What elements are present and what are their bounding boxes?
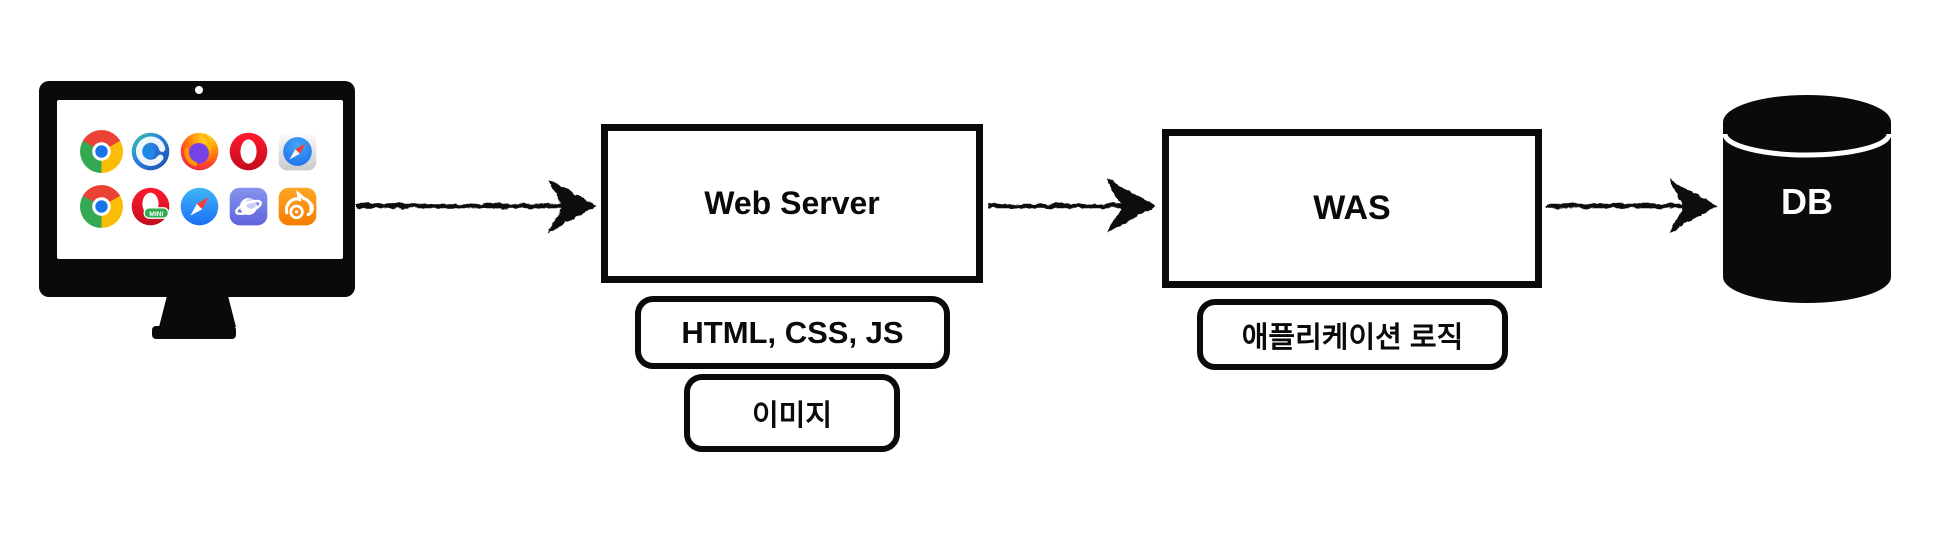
monitor-stand-neck — [159, 297, 236, 327]
chrome-icon — [80, 185, 123, 228]
image-label: 이미지 — [751, 400, 833, 432]
edge-icon — [129, 130, 172, 173]
arrow-client-to-webserver — [357, 178, 598, 234]
client-monitor: MINI — [39, 81, 355, 341]
arrow-webserver-to-was — [988, 178, 1157, 234]
html-css-js-pill: HTML, CSS, JS — [635, 296, 950, 369]
was-label: WAS — [1313, 189, 1391, 227]
browser-icon-grid: MINI — [80, 130, 319, 228]
firefox-icon — [178, 130, 221, 173]
application-logic-label: 애플리케이션 로직 — [1241, 321, 1464, 354]
was-node: WAS — [1162, 129, 1542, 288]
uc-browser-icon — [276, 185, 319, 228]
web-server-label: Web Server — [704, 185, 880, 221]
chrome-icon — [80, 130, 123, 173]
monitor-bezel: MINI — [39, 81, 355, 297]
db-lid-highlight — [1722, 133, 1892, 158]
db-cylinder: DB — [1722, 95, 1892, 303]
arrow-was-to-db — [1546, 178, 1719, 234]
safari-icon — [178, 185, 221, 228]
opera-mini-icon: MINI — [129, 185, 172, 228]
db-label: DB — [1781, 181, 1833, 222]
opera-icon — [227, 130, 270, 173]
monitor-screen: MINI — [57, 100, 343, 259]
image-pill: 이미지 — [684, 374, 900, 452]
safari-macos-icon — [276, 130, 319, 173]
monitor-stand-base — [152, 326, 236, 339]
webcam-dot-icon — [195, 86, 203, 94]
samsung-internet-icon — [227, 185, 270, 228]
html-css-js-label: HTML, CSS, JS — [681, 314, 904, 350]
web-server-node: Web Server — [601, 124, 983, 283]
opera-mini-badge: MINI — [149, 211, 163, 218]
application-logic-pill: 애플리케이션 로직 — [1197, 299, 1508, 370]
